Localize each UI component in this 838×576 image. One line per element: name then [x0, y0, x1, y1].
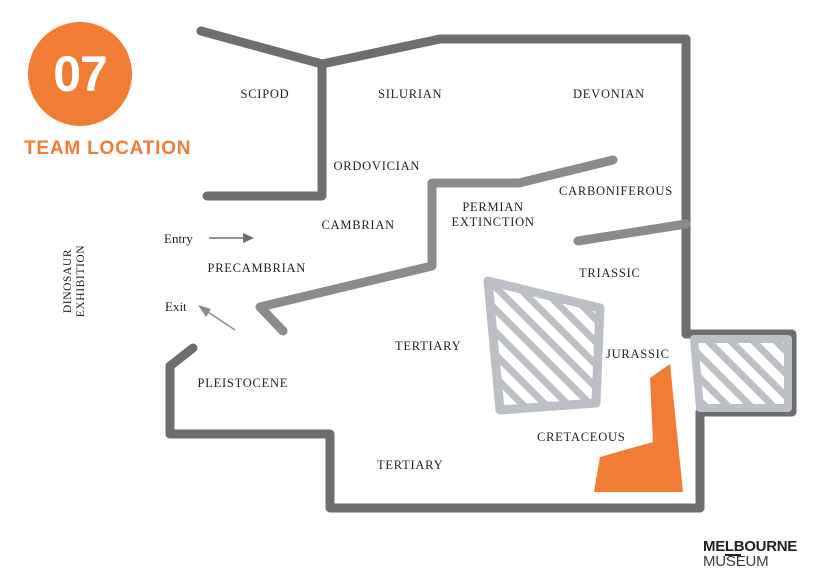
- zone-label-devonian: DEVONIAN: [573, 87, 645, 101]
- wall-pleistocene-step: [165, 343, 198, 439]
- zone-label-ordovician: ORDOVICIAN: [333, 159, 421, 173]
- interior-walls: [255, 155, 691, 336]
- museum-logo: MELBOURNE MUSEUM: [703, 539, 797, 570]
- zone-label-triassic: TRIASSIC: [579, 266, 641, 280]
- team-number-badge: 07: [28, 22, 132, 126]
- zone-label-pleistocene: PLEISTOCENE: [197, 376, 289, 390]
- exit-arrow-icon: [198, 305, 236, 331]
- perimeter-walls: [165, 26, 797, 513]
- hatched-block-center: [483, 276, 605, 415]
- entry-arrow-icon: [209, 233, 254, 243]
- zone-label-cambrian: CAMBRIAN: [321, 218, 395, 232]
- hatched-block-right: [690, 335, 792, 412]
- zone-label-jurassic: JURASSIC: [606, 347, 670, 361]
- hatched-exhibit-blocks: [483, 276, 792, 415]
- wall-scipod-vertical: [202, 59, 327, 201]
- zone-label-tertiary-lower: TERTIARY: [377, 458, 444, 472]
- zone-label-precambrian: PRECAMBRIAN: [207, 261, 307, 275]
- wall-scipod-top: [196, 26, 327, 69]
- zone-label-cretaceous: CRETACEOUS: [537, 430, 626, 444]
- zone-label-carboniferous: CARBONIFEROUS: [559, 184, 673, 198]
- zone-label-permian-extinction-line-2: EXTINCTION: [451, 215, 535, 229]
- museum-logo-line-2: MUSEUM: [703, 553, 769, 571]
- zone-label-permian-extinction-line-1: PERMIAN: [462, 200, 524, 214]
- zone-label-scipod: SCIPOD: [240, 87, 290, 101]
- entry-label: Entry: [164, 231, 193, 246]
- museum-logo-underline-mark: [725, 554, 741, 556]
- wall-top-right-arm: [317, 34, 691, 69]
- wall-right-alcove: [681, 329, 797, 513]
- team-number-label: 07: [53, 46, 108, 102]
- museum-logo-primary-text: MELBOURNE: [703, 538, 797, 555]
- wall-carboniferous-diagonal: [514, 155, 618, 188]
- zone-label-tertiary-upper: TERTIARY: [395, 339, 462, 353]
- wall-triassic-diagonal: [573, 219, 691, 246]
- flow-arrows: [198, 233, 254, 331]
- museum-logo-line-1: MELBOURNE: [703, 538, 797, 556]
- page-title: TEAM LOCATION: [24, 138, 192, 159]
- wall-bottom-perimeter: [165, 429, 705, 513]
- wall-permian-partition: [255, 178, 524, 336]
- zone-label-silurian: SILURIAN: [378, 87, 443, 101]
- team-location-highlight-area: [594, 364, 683, 492]
- exit-label: Exit: [165, 299, 187, 314]
